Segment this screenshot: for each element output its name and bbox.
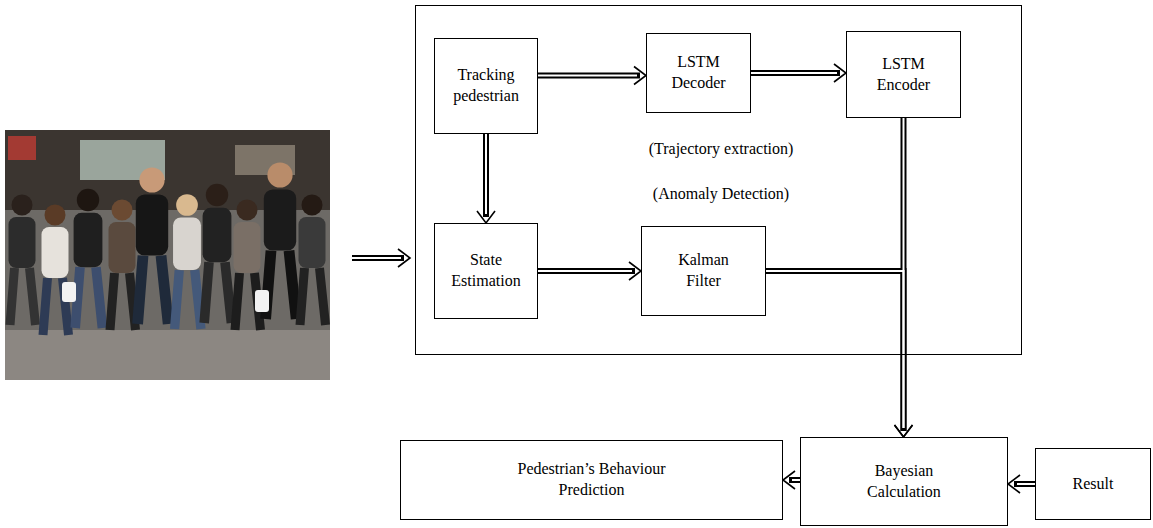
legs (175, 270, 201, 329)
box-label: State Estimation (443, 250, 529, 292)
torso (299, 217, 326, 268)
arrow-head (895, 425, 913, 437)
head (206, 184, 228, 206)
arrow-heads (1008, 475, 1020, 493)
head (45, 205, 66, 226)
head (139, 167, 164, 192)
double-arrow-gap (538, 270, 632, 272)
arrow-heads (629, 262, 641, 280)
input-box: Result (1035, 448, 1151, 520)
torso (42, 227, 69, 278)
photo-ground (5, 130, 330, 380)
box-label: Tracking pedestrian (443, 65, 529, 107)
head (237, 200, 258, 221)
arrow-heads (783, 471, 795, 489)
arrow-heads (477, 211, 495, 223)
legs (75, 267, 102, 328)
box-label: Bayesian Calculation (849, 461, 959, 503)
torso (9, 217, 36, 268)
torso (264, 189, 296, 250)
process-box: LSTM Encoder (846, 31, 961, 118)
double-arrow-gap (1017, 483, 1035, 485)
torso (234, 222, 261, 273)
box-label: Kalman Filter (669, 250, 739, 292)
arrow-head (834, 64, 846, 82)
torso (109, 222, 136, 273)
head (12, 195, 33, 216)
torso (203, 208, 232, 262)
legs (138, 256, 169, 324)
torso (74, 213, 103, 267)
pedestrian-figure (299, 195, 326, 326)
double-arrow-gap (485, 134, 487, 214)
street (5, 330, 330, 380)
double-arrow-shaft (1014, 481, 1035, 487)
torso (173, 217, 201, 270)
double-arrow-gap (792, 479, 800, 481)
torso (136, 194, 168, 255)
legs (10, 268, 36, 325)
box-label: LSTM Encoder (869, 54, 939, 96)
double-arrow-shaft (766, 271, 904, 431)
head (112, 200, 133, 221)
shopping-bag (255, 290, 269, 312)
arrow-head (1008, 475, 1020, 493)
process-box: LSTM Decoder (646, 33, 751, 113)
arrow-head (783, 471, 795, 489)
input-arrow-gap (350, 257, 401, 259)
arrow-heads (895, 425, 913, 437)
double-arrow-gap (903, 118, 905, 428)
connector-heads (477, 64, 1020, 493)
pedestrian-figure (136, 167, 168, 324)
double-arrow-shaft (538, 73, 640, 79)
arrow-heads (834, 64, 846, 82)
legs (266, 251, 297, 319)
double-arrow-gap (538, 75, 637, 77)
stage-caption: (Anomaly Detection) (611, 184, 831, 205)
shop-sign (8, 136, 36, 160)
double-arrow-shaft (538, 268, 635, 274)
shopping-bag (62, 282, 76, 302)
pedestrian-figure (173, 194, 201, 329)
process-box: Bayesian Calculation (800, 437, 1008, 526)
legs (110, 273, 136, 330)
box-label: LSTM Decoder (664, 52, 734, 94)
pedestrian-figure (203, 184, 232, 323)
connector-gaps (486, 73, 1035, 484)
legs (300, 268, 326, 325)
box-label: Result (1073, 474, 1114, 495)
pedestrian-figure (74, 189, 103, 328)
process-box: Kalman Filter (641, 226, 766, 316)
double-arrow-shaft (751, 70, 840, 76)
process-box: Tracking pedestrian (434, 38, 538, 134)
double-arrow-shaft (483, 134, 489, 217)
pedestrian-figure (42, 205, 69, 336)
arrow-head (477, 211, 495, 223)
stage-caption: (Trajectory extraction) (611, 139, 831, 160)
legs (204, 262, 231, 323)
double-arrow-gap (751, 72, 837, 74)
double-arrow-gap (766, 271, 904, 428)
head (267, 162, 292, 187)
head (176, 194, 198, 216)
process-box: State Estimation (434, 223, 538, 319)
input-arrow-head (398, 249, 410, 267)
head (77, 189, 99, 211)
pedestrian-figure (109, 200, 136, 331)
module-frame: (Trajectory extraction) (Anomaly Detectio… (415, 5, 1022, 355)
head (302, 195, 323, 216)
double-arrow-shaft (901, 118, 907, 431)
double-arrow-shaft (789, 477, 800, 483)
arrow-head (629, 262, 641, 280)
box-label: Pedestrian’s Behaviour Prediction (492, 459, 692, 501)
pedestrian-figure (9, 195, 36, 326)
arrow-head (895, 425, 913, 437)
output-box: Pedestrian’s Behaviour Prediction (400, 440, 783, 520)
arrow-head (634, 67, 646, 85)
arrow-heads (634, 67, 646, 85)
arrow-heads (895, 425, 913, 437)
connector-shafts (486, 73, 1035, 484)
